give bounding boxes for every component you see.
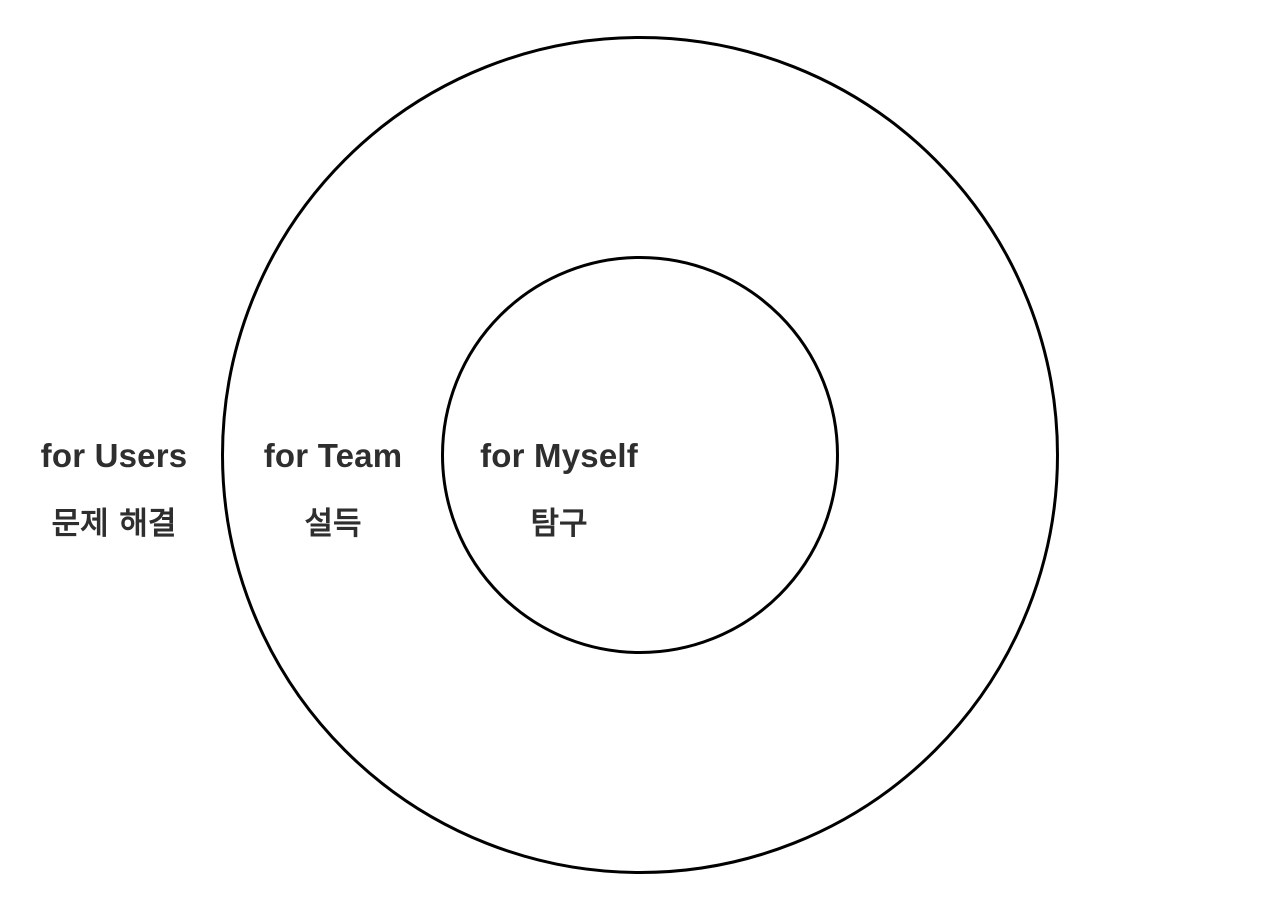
team-korean-label: 설득 — [304, 506, 362, 542]
users-korean-label: 문제 해결 — [51, 506, 177, 542]
myself-label-group: for Myself 탐구 — [459, 436, 659, 544]
users-label-group: for Users 문제 해결 — [14, 436, 214, 544]
users-label: for Users — [40, 437, 188, 474]
outer-circle — [221, 36, 1059, 874]
team-label-group: for Team 설득 — [233, 436, 433, 544]
myself-korean-label: 탐구 — [530, 506, 588, 542]
inner-circle — [441, 256, 839, 654]
team-label: for Team — [263, 437, 403, 474]
myself-label: for Myself — [480, 437, 638, 474]
